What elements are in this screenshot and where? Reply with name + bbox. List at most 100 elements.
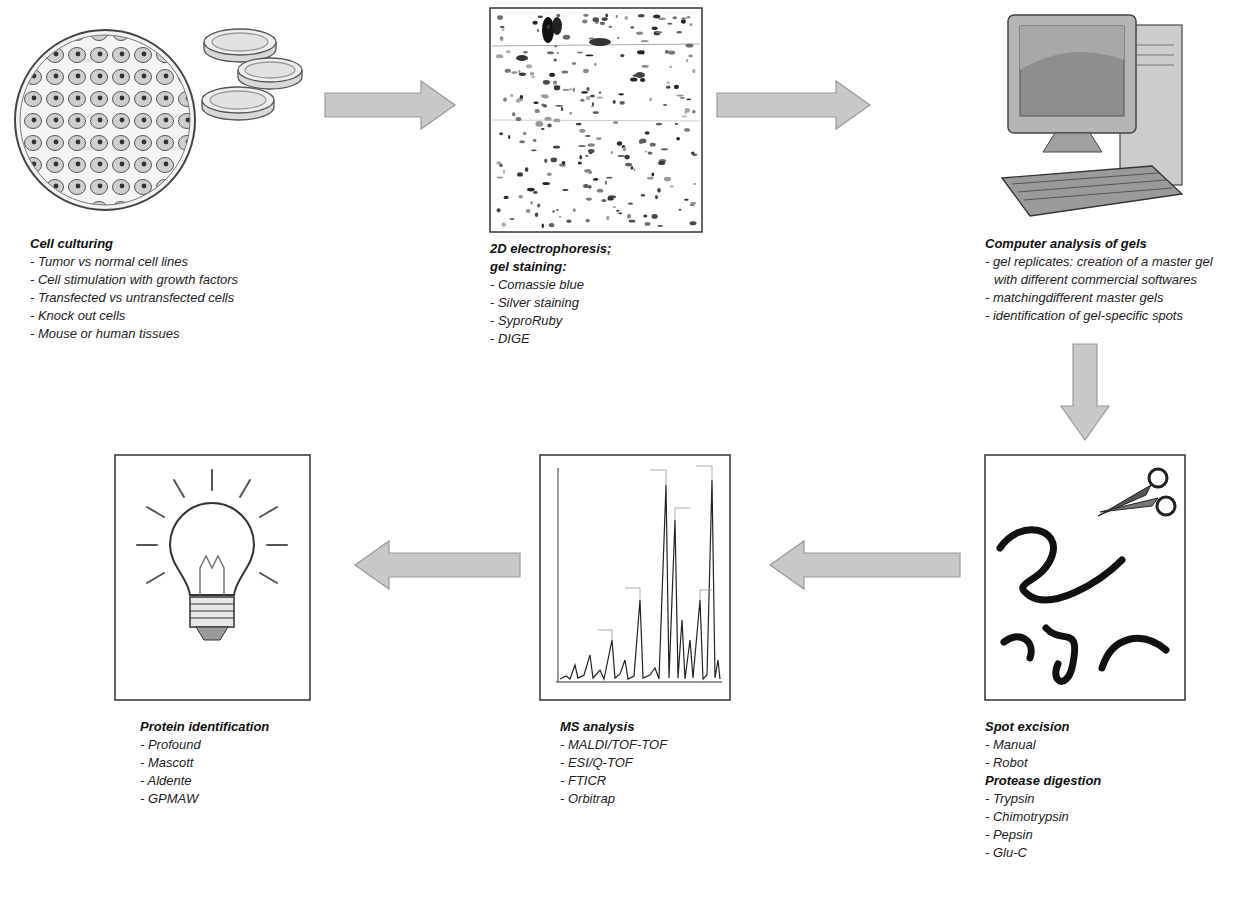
gel-spot [506, 50, 511, 53]
gel-spot [516, 55, 528, 61]
monitor-screen [1020, 26, 1124, 116]
gel-spot [596, 137, 602, 140]
gel-spot [631, 166, 634, 170]
gel-spot [541, 128, 545, 130]
gel-spot [625, 163, 632, 167]
gel-spot [543, 104, 547, 107]
gel-spot [656, 31, 663, 33]
dish-top [238, 58, 302, 82]
bulb-frame [115, 455, 310, 700]
peptide-chain [1000, 530, 1122, 600]
gel-spot [642, 65, 649, 68]
gel-spot [653, 15, 660, 19]
scissors-blade [1100, 498, 1158, 512]
gel-spot [537, 29, 539, 33]
ray [147, 507, 164, 517]
gel-spot [652, 214, 658, 219]
gel-spot [588, 143, 595, 146]
gel-spot [650, 143, 656, 147]
gel-spot [583, 69, 589, 73]
gel-spot [599, 92, 601, 94]
gel-spot [518, 195, 523, 198]
gel-spot [613, 121, 618, 124]
gel-spot [496, 54, 503, 58]
gel-spot [556, 14, 560, 17]
gel-spot [583, 14, 589, 17]
gel-spot [573, 88, 575, 93]
gel-spot [688, 55, 692, 58]
stage-item: - Manual [985, 736, 1185, 754]
gel-spot [532, 21, 537, 25]
gel-spot [572, 62, 577, 65]
spectrum-frame [540, 455, 730, 700]
stage-item: - Aldente [140, 772, 310, 790]
excision-frame [985, 455, 1185, 700]
x-axis [556, 682, 722, 683]
gel-spot [665, 50, 669, 54]
gel-spot [547, 51, 554, 54]
stage-item: - Comassie blue [490, 276, 622, 294]
gel-spot [618, 93, 624, 95]
stage-heading: Protease digestion [985, 772, 1185, 790]
gel-spot [685, 108, 690, 113]
gel-spot [503, 170, 505, 174]
gel-spot [601, 199, 606, 202]
stage-item: - Orbitrap [560, 790, 730, 808]
gel-spot [686, 59, 688, 62]
gel-spot [497, 208, 501, 212]
gel-spot [523, 51, 528, 54]
gel-spot [547, 124, 551, 128]
gel-spot [541, 94, 549, 97]
gel-spot [562, 161, 566, 164]
gel-spot [641, 194, 646, 197]
gel-spot [499, 163, 503, 167]
gel-spot [585, 135, 591, 137]
gel-spot [526, 209, 531, 213]
gel-spot [517, 172, 523, 176]
gel-spot [586, 55, 594, 57]
gel-spot [586, 87, 589, 91]
gel-spot [500, 36, 504, 41]
gel-spot [569, 88, 573, 90]
gel-spot [533, 139, 537, 142]
gel-spot [690, 221, 697, 225]
ray [240, 480, 250, 497]
stage-item: - Robot [985, 754, 1185, 772]
gel-spot [669, 65, 672, 68]
gel-spot [670, 185, 674, 187]
gel-spot [505, 69, 511, 73]
stage-heading: Spot excision [985, 718, 1185, 736]
small-dishes [202, 29, 302, 120]
gel-spot [657, 188, 661, 193]
screen-glare [1020, 26, 1124, 70]
gel-spot [690, 204, 696, 206]
gel-spot [586, 219, 590, 223]
gel-spot [643, 214, 647, 217]
gel-streak [492, 120, 700, 121]
gel-spot [585, 155, 588, 157]
gel-spot [547, 173, 552, 177]
gel-spot [542, 182, 550, 185]
gel-spot [605, 13, 608, 17]
gel-spot [652, 26, 658, 30]
gel-spot [518, 70, 520, 73]
stage-item: - Pepsin [985, 826, 1185, 844]
ray [147, 573, 164, 583]
gel-spot [613, 206, 616, 208]
dish-top [204, 29, 276, 55]
gel-spot [519, 140, 525, 143]
gel-spot [686, 99, 691, 101]
gel-spot [551, 158, 558, 163]
stage-item: - Trypsin [985, 790, 1185, 808]
keyboard-row [1024, 188, 1172, 200]
gel-spot [617, 141, 622, 145]
gel-spot [616, 210, 619, 212]
gel-spot [691, 152, 695, 155]
gel-spot [520, 95, 524, 99]
scissors-handle [1157, 497, 1175, 515]
gel-spot [532, 76, 535, 78]
gel-spot [672, 16, 677, 19]
gel-spot [692, 69, 695, 73]
block-arrow [355, 541, 520, 589]
